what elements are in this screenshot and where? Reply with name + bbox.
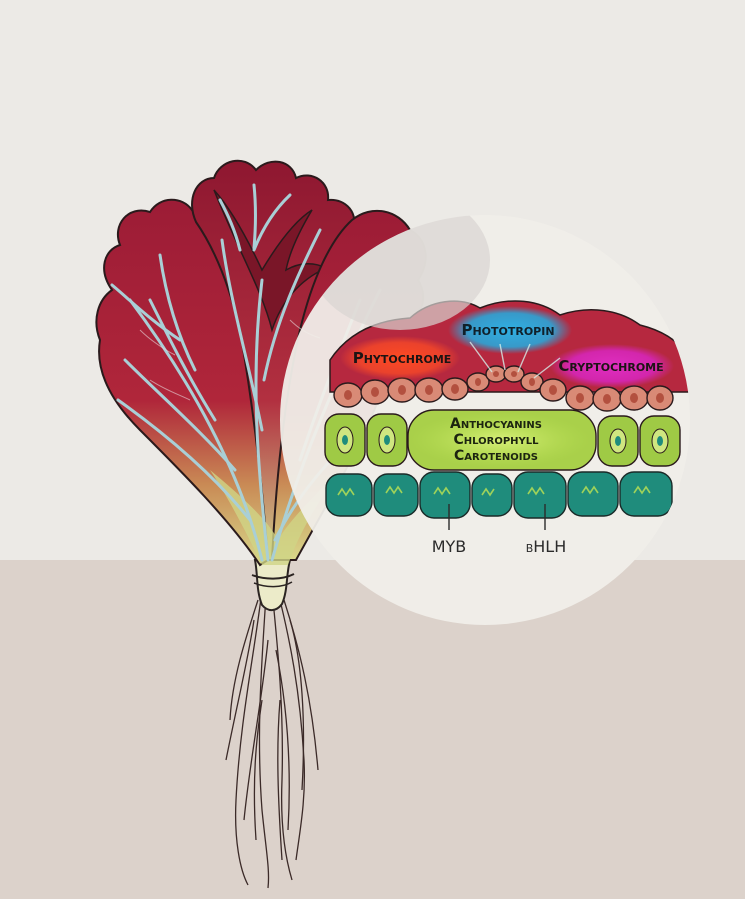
pigment-chlorophyll: Chlorophyll [453, 432, 539, 448]
phototropin-label: Phototropin [461, 321, 554, 339]
gene-myb-label: MYB [432, 537, 467, 556]
pigment-carotenoids: Carotenoids [454, 448, 538, 464]
pigment-anthocyanins: Anthocyanins [450, 416, 542, 432]
cryptochrome-label: Cryptochrome [558, 357, 663, 375]
gene-bhlh-label: bHLH [526, 537, 567, 556]
background-lower [0, 560, 745, 899]
phytochrome-label: Phytochrome [353, 349, 452, 367]
